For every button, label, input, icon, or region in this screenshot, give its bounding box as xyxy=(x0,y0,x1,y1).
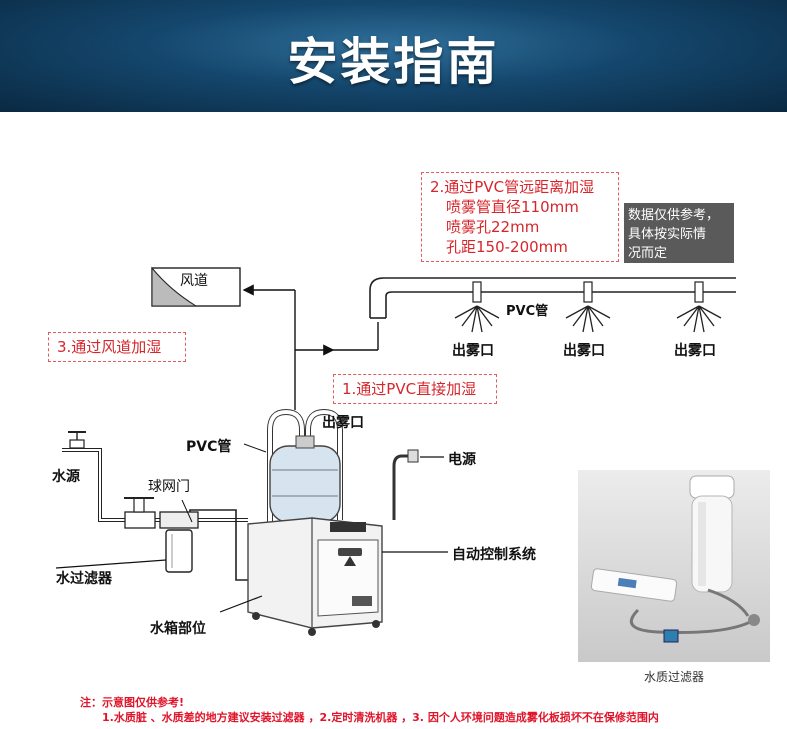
label-power: 电源 xyxy=(448,452,476,468)
callout-pvc-long-distance: 2.通过PVC管远距离加湿 喷雾管直径110mm 喷雾孔22mm 孔距150-2… xyxy=(421,172,619,262)
disclaimer-line-3: 况而定 xyxy=(628,246,668,261)
label-pvc-pipe-unit: PVC管 xyxy=(186,439,232,455)
installation-note: 注：示意图仅供参考! 1.水质脏 、水质差的地方建议安装过滤器 ，2.定时清洗机… xyxy=(80,695,770,725)
ball-valve xyxy=(124,497,156,529)
disclaimer-box: 数据仅供参考， 具体按实际情 况而定 xyxy=(624,203,734,263)
humidifier-unit xyxy=(247,408,419,636)
flow-arrows xyxy=(242,284,379,410)
callout-hole-spacing: 孔距150-200mm xyxy=(446,238,568,256)
callout-pvc-long-title: 2.通过PVC管远距离加湿 xyxy=(430,178,595,196)
spray-nozzle-2 xyxy=(565,281,611,333)
label-ball-valve: 球网门 xyxy=(148,479,190,495)
callout-duct-humidify: 3.通过风道加湿 xyxy=(48,332,186,362)
label-water-filter: 水过滤器 xyxy=(56,571,112,587)
callout-pvc-direct: 1.通过PVC直接加湿 xyxy=(333,374,497,404)
leader-lines xyxy=(55,443,448,613)
label-duct: 风道 xyxy=(180,273,208,289)
label-pvc-pipe-top: PVC管 xyxy=(506,304,549,319)
page-title: 安装指南 xyxy=(287,33,500,91)
disclaimer-line-2: 具体按实际情 xyxy=(628,227,707,242)
water-filter-photo xyxy=(578,470,770,662)
callout-spray-hole: 喷雾孔22mm xyxy=(446,218,540,236)
label-outlet-2: 出雾口 xyxy=(563,343,605,359)
title-banner: 安装指南 xyxy=(0,0,787,112)
water-filter xyxy=(159,511,199,573)
label-water-source: 水源 xyxy=(52,469,80,485)
note-title: 注：示意图仅供参考! xyxy=(80,696,185,709)
label-outlet-unit: 出雾口 xyxy=(322,415,364,431)
air-duct xyxy=(151,266,241,307)
long-pvc-pipe xyxy=(369,277,736,319)
note-details: 1.水质脏 、水质差的地方建议安装过滤器 ，2.定时清洗机器 ，3. 因个人环境… xyxy=(102,711,659,724)
water-filter-illustration xyxy=(590,475,760,643)
label-outlet-3: 出雾口 xyxy=(674,343,716,359)
label-water-tank: 水箱部位 xyxy=(150,621,206,637)
label-control-system: 自动控制系统 xyxy=(452,547,536,563)
label-outlet-1: 出雾口 xyxy=(452,343,494,359)
spray-nozzle-3 xyxy=(676,281,722,333)
spray-nozzle-1 xyxy=(454,281,500,333)
disclaimer-line-1: 数据仅供参考， xyxy=(628,208,720,223)
callout-pipe-diameter: 喷雾管直径110mm xyxy=(446,198,579,216)
water-filter-caption: 水质过滤器 xyxy=(643,670,704,684)
